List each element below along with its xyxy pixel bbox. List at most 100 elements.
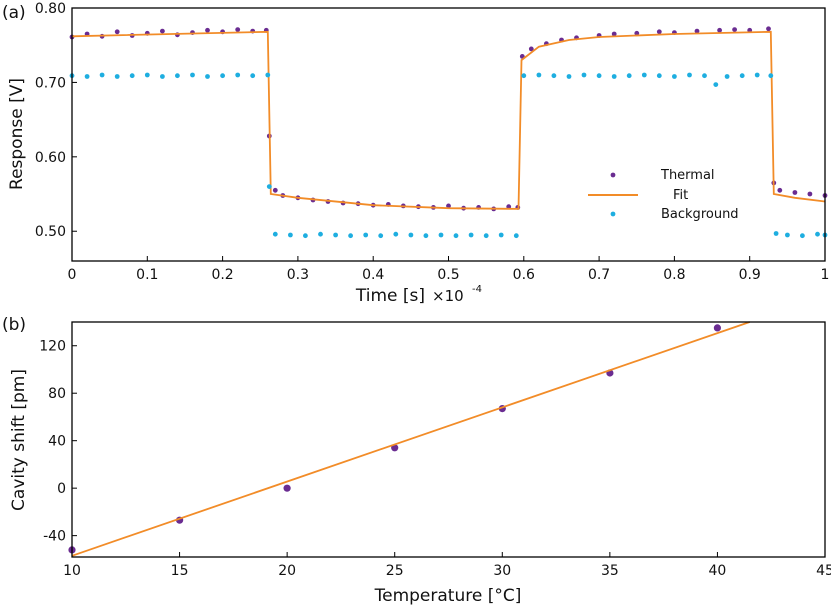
panel-a-x-multiplier: ×10 [432, 287, 464, 305]
panel-a-background-point [363, 232, 369, 238]
panel-a-background-point [144, 72, 150, 78]
panel-a-background-point [333, 232, 338, 238]
panel-a-x-multiplier-exponent: -4 [472, 284, 482, 295]
panel-a-y-tick-label: 0.80 [35, 1, 66, 17]
panel-a-background-point [129, 73, 135, 79]
panel-a-thermal-point [160, 28, 165, 34]
panel-a-thermal-point [777, 187, 783, 193]
panel-a-background-point [288, 232, 293, 238]
panel-b-y-tick-label: 80 [48, 386, 66, 402]
panel-a-background-point [235, 72, 241, 78]
panel-a-background-point [348, 233, 353, 239]
panel-b-series-1-line [71, 321, 750, 557]
panel-a-background-point [378, 233, 384, 239]
panel-a-thermal-point [272, 187, 278, 193]
panel-a-label: (a) [2, 3, 26, 23]
panel-a-y-axis-label: Response [V] [7, 78, 27, 190]
panel-a-x-tick-label: 0.7 [588, 267, 610, 283]
panel-a-background-point [551, 73, 557, 79]
legend-fit-label: Fit [673, 188, 688, 203]
panel-b-plot-area [68, 321, 750, 557]
legend: Thermal Fit Background [588, 168, 739, 222]
panel-b-x-tick-label: 30 [493, 563, 511, 579]
panel-a-background-point [773, 231, 779, 236]
panel-a-background-point [114, 74, 120, 79]
panel-b-x-tick-label: 20 [278, 563, 296, 579]
panel-a-y-tick-label: 0.60 [35, 150, 66, 166]
panel-a-background-point [611, 74, 617, 79]
panel-a-background-point [687, 72, 692, 78]
panel-a-background-point [596, 73, 602, 79]
panel-a-background-point [423, 233, 429, 239]
panel-a-background-point [250, 73, 256, 79]
panel-a-background-point [724, 74, 730, 79]
panel-a-background-point [205, 74, 210, 79]
panel-a-thermal-point [446, 203, 451, 209]
panel-a-background-point [626, 73, 632, 79]
panel-a-x-tick-label: 0.6 [513, 267, 535, 283]
panel-a-background-point [266, 184, 272, 190]
panel-b-y-tick-label: 0 [57, 481, 66, 497]
panel-a-background-point [785, 232, 790, 238]
panel-a-background-point [220, 73, 226, 79]
panel-b-y-axis-label: Cavity shift [pm] [9, 369, 29, 511]
panel-a-thermal-point [634, 30, 640, 36]
panel-a-x-tick-label: 0.9 [739, 267, 761, 283]
panel-a-background-point [99, 72, 105, 78]
panel-a-thermal-point [792, 190, 798, 195]
panel-a-thermal-point [114, 29, 120, 35]
panel-a-background-point [408, 232, 414, 238]
panel-b-x-tick-label: 25 [386, 563, 404, 579]
panel-a-background-point [815, 231, 820, 237]
legend-background-marker [610, 211, 616, 217]
legend-thermal-label: Thermal [660, 168, 715, 183]
panel-a-background-point [521, 73, 527, 79]
panel-b-frame [71, 321, 826, 558]
panel-a-background-point [566, 74, 572, 79]
panel-b-label: (b) [2, 315, 26, 335]
panel-b-x-axis-label: Temperature [°C] [374, 586, 522, 606]
panel-a-y-tick-label: 0.50 [35, 224, 66, 240]
panel-a-x-tick-label: 0.1 [136, 267, 158, 283]
panel-a-x-axis-label: Time [s] [355, 286, 425, 306]
panel-a-background-point [468, 232, 474, 238]
panel-a-thermal-point [717, 27, 722, 33]
panel-a-background-point [672, 74, 677, 79]
panel-a-background-point [656, 73, 662, 79]
panel-a-background-point [702, 73, 707, 79]
panel-a-background-point [513, 233, 519, 239]
panel-a-background-point [303, 233, 308, 239]
panel-a-background-point [175, 73, 180, 79]
panel-a-background-point [498, 232, 504, 238]
panel-a-background-point [438, 232, 444, 238]
panel-b-series-0-point [283, 484, 291, 492]
panel-b-y-tick-label: 40 [48, 434, 66, 450]
panel-a-plot-area [69, 26, 828, 239]
panel-a-frame [71, 7, 826, 262]
panel-a-thermal-point [694, 28, 700, 34]
panel-a-thermal-point [766, 26, 771, 32]
panel-a-background-point [483, 233, 489, 239]
panel-a-x-tick-label: 0.4 [362, 267, 384, 283]
panel-a-background-point [393, 231, 399, 237]
panel-a-background-point [453, 233, 459, 239]
panel-a-thermal-point [205, 27, 210, 33]
panel-a-background-point [754, 72, 760, 78]
panel-a-x-tick-label: 0.3 [287, 267, 309, 283]
panel-a-background-point [272, 231, 278, 237]
panel-a-thermal-point [235, 27, 241, 32]
panel-b-x-tick-label: 15 [171, 563, 189, 579]
panel-b-x-tick-label: 35 [601, 563, 619, 579]
panel-a-thermal-point [807, 191, 813, 197]
panel-a-background-point [739, 73, 745, 79]
legend-thermal-marker [610, 172, 616, 178]
panel-a-thermal-point [732, 27, 737, 32]
panel-a-x-tick-label: 0.5 [437, 267, 459, 283]
panel-a-background-point [536, 72, 542, 78]
panel-a-background-point [265, 72, 271, 78]
panel-b-x-tick-label: 40 [709, 563, 727, 579]
